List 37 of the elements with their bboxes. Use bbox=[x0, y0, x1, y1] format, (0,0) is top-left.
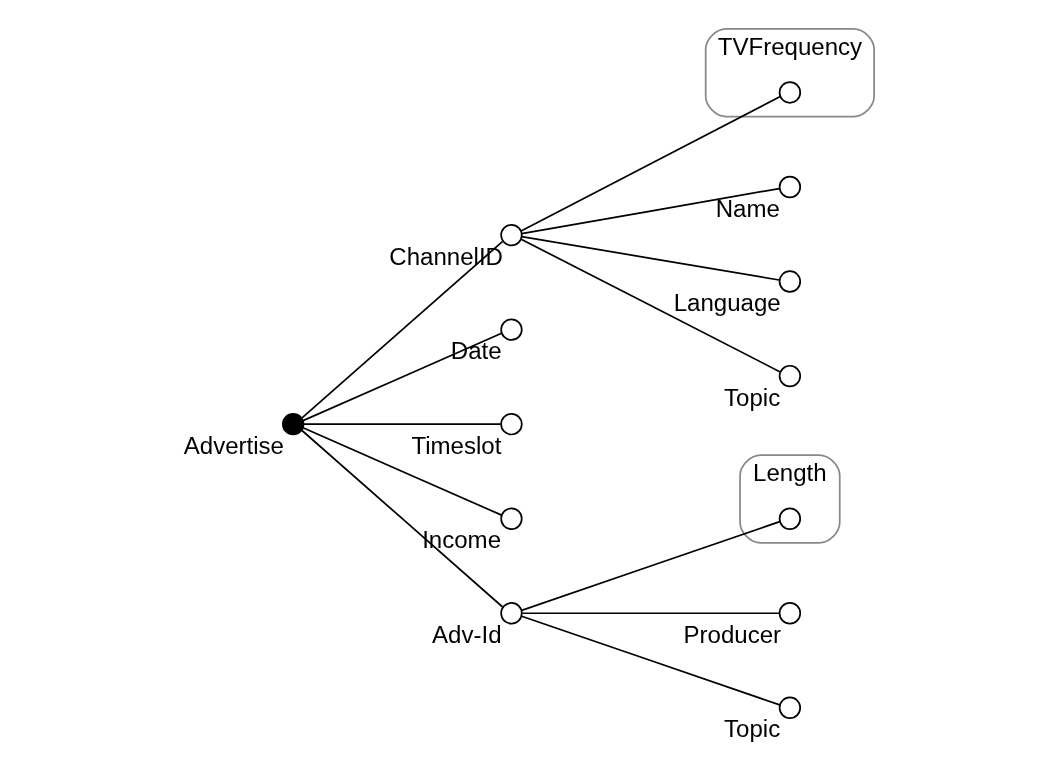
node-label: Timeslot bbox=[411, 431, 502, 459]
node-circle bbox=[500, 413, 523, 436]
node-label: Producer bbox=[683, 620, 782, 648]
connector bbox=[520, 238, 782, 373]
node-circle bbox=[500, 602, 523, 625]
node-label: Name bbox=[715, 194, 780, 222]
connector bbox=[302, 332, 503, 422]
cluster: Length bbox=[739, 454, 841, 544]
node-circle bbox=[778, 364, 802, 388]
node-label: Language bbox=[673, 289, 781, 317]
node-label: Topic bbox=[724, 715, 781, 743]
connector bbox=[302, 423, 502, 426]
node-label: Income bbox=[422, 526, 502, 554]
node-circle bbox=[500, 223, 523, 247]
connector bbox=[301, 240, 504, 419]
connector bbox=[520, 187, 781, 235]
node-label: Date bbox=[450, 337, 502, 365]
node-circle bbox=[778, 175, 802, 199]
node-circle bbox=[500, 318, 523, 341]
cluster: TVFrequency bbox=[704, 28, 875, 118]
node-label: Topic bbox=[724, 383, 781, 411]
node-label: Advertise bbox=[183, 431, 284, 459]
connector bbox=[521, 612, 781, 615]
connector bbox=[520, 235, 781, 281]
node-circle bbox=[778, 81, 802, 104]
connector bbox=[520, 520, 781, 612]
node-circle bbox=[282, 413, 305, 436]
node-circle bbox=[778, 602, 802, 625]
connector bbox=[302, 426, 503, 516]
connector bbox=[520, 615, 781, 706]
connector bbox=[520, 95, 782, 232]
connector bbox=[301, 429, 504, 608]
node-label: Adv-Id bbox=[432, 620, 502, 648]
node-circle bbox=[500, 507, 523, 530]
node-circle bbox=[778, 696, 802, 719]
node-circle bbox=[778, 507, 802, 530]
node-circle bbox=[778, 270, 802, 293]
